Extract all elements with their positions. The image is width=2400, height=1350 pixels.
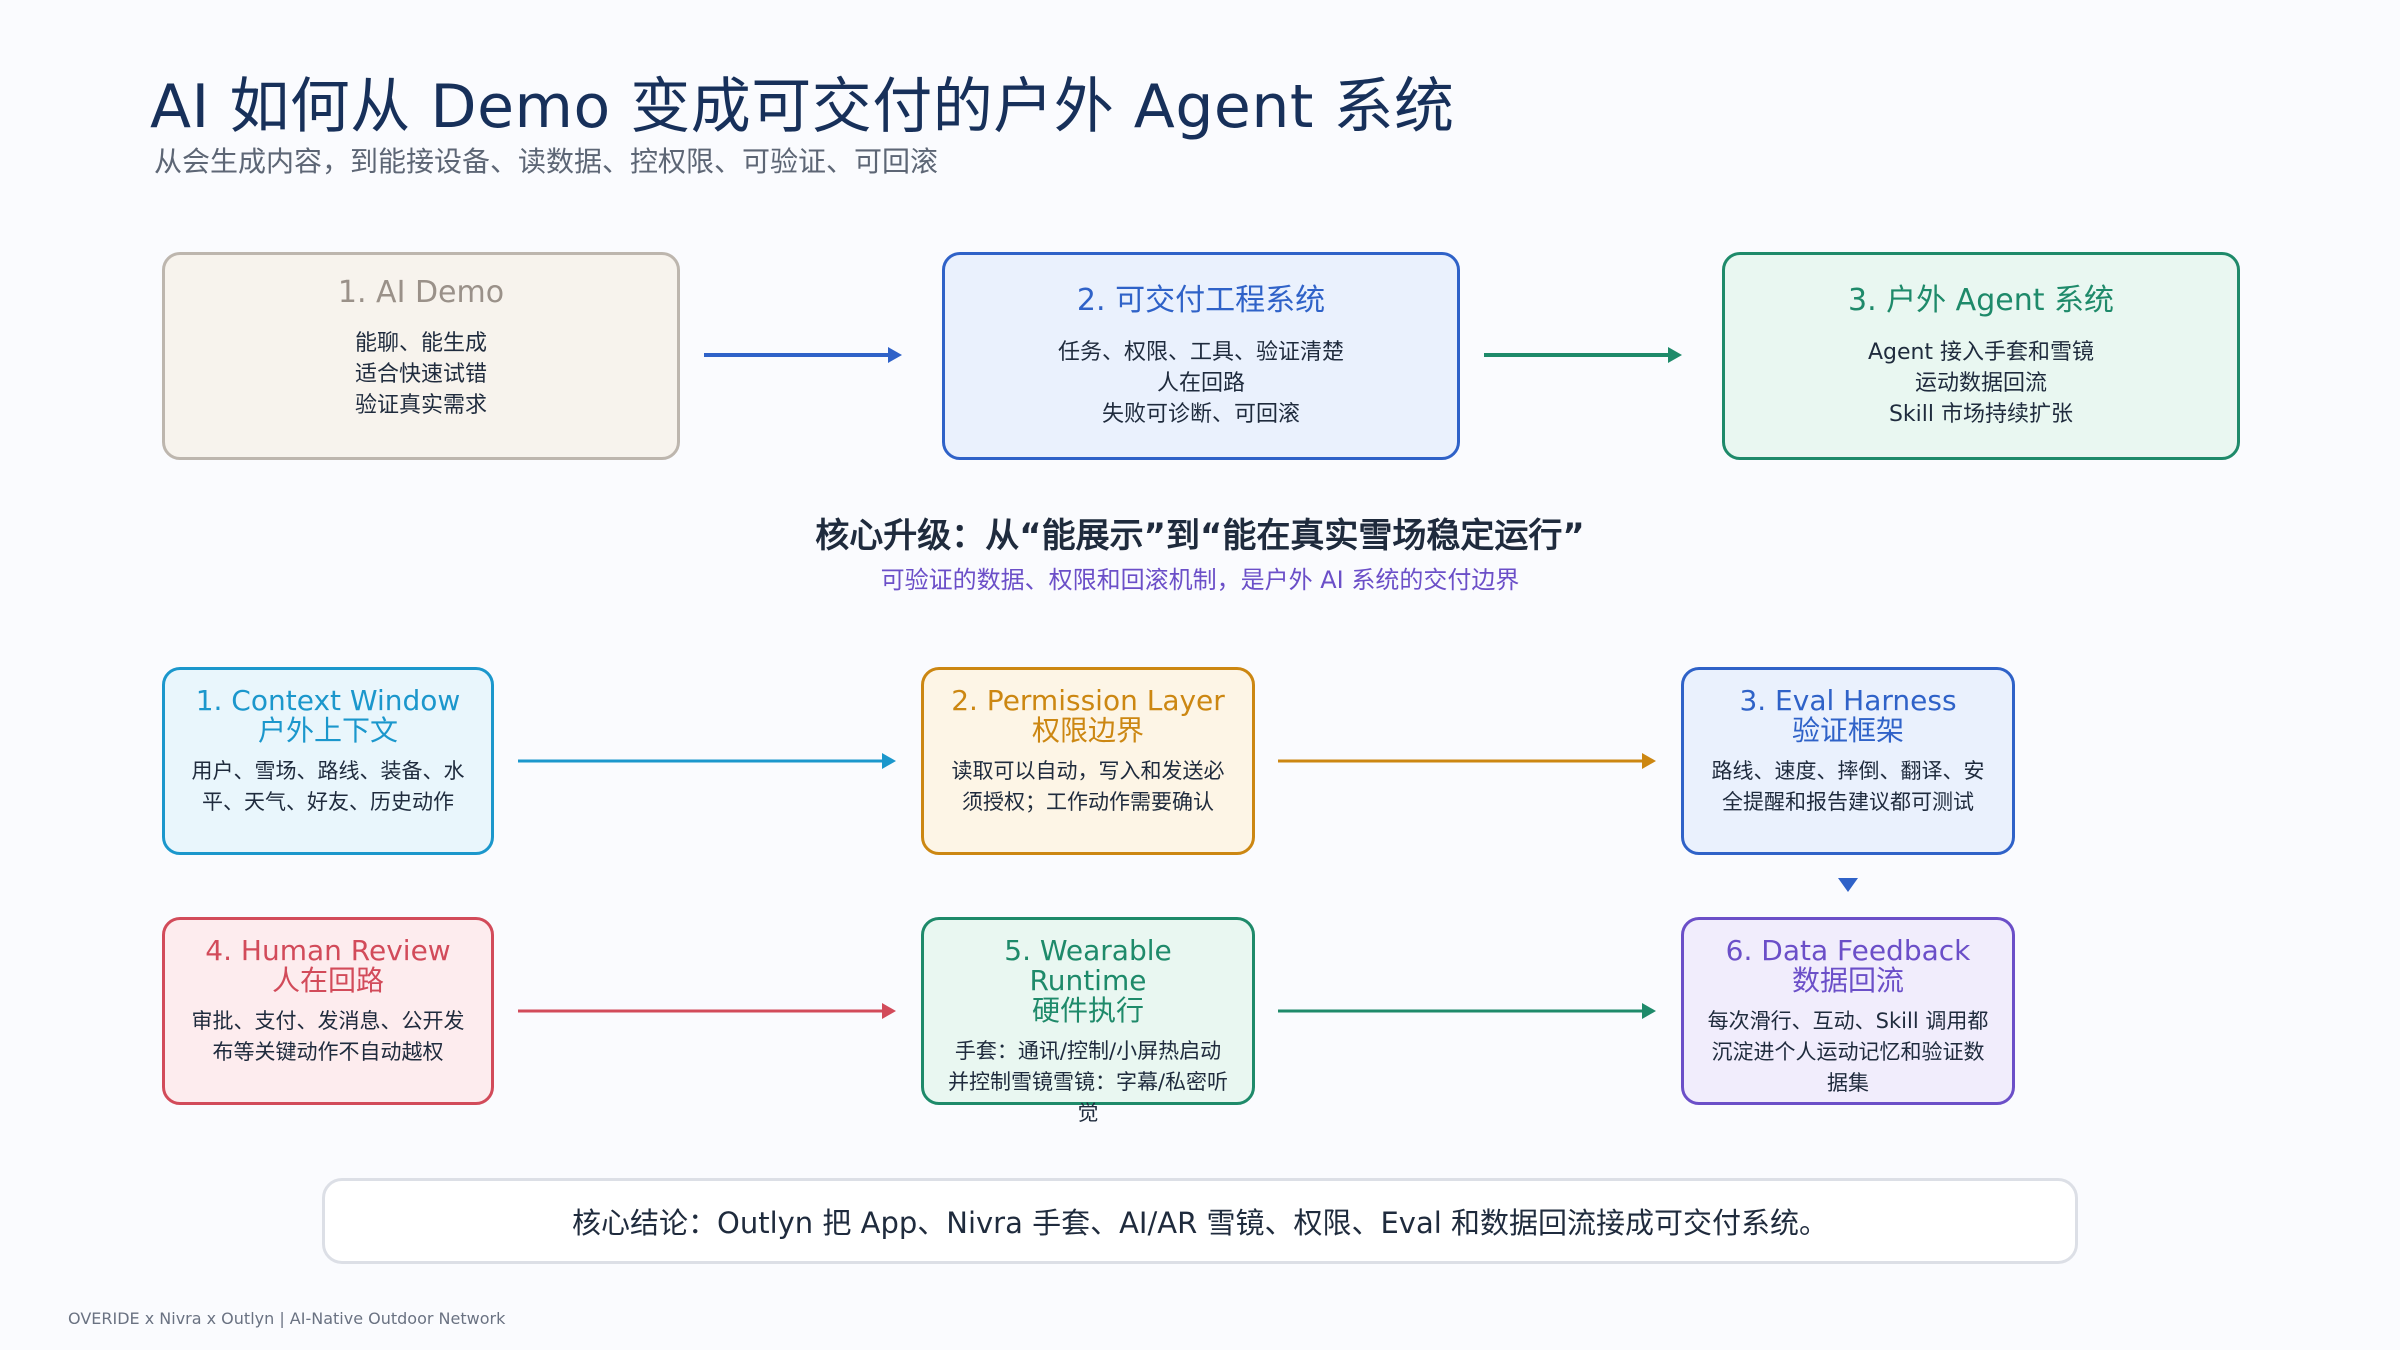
conclusion-banner: 核心结论：Outlyn 把 App、Nivra 手套、AI/AR 雪镜、权限、E…	[322, 1178, 2078, 1264]
layer-description: 路线、速度、摔倒、翻译、安全提醒和报告建议都可测试	[1711, 759, 1985, 814]
layer-subtitle: 硬件执行	[1031, 994, 1144, 1027]
arrow-engineering-to-agent	[1484, 347, 1682, 363]
conclusion-text: 核心结论：Outlyn 把 App、Nivra 手套、AI/AR 雪镜、权限、E…	[572, 1206, 1828, 1240]
stage-title: 2. 可交付工程系统	[1076, 283, 1326, 318]
arrow-eval-to-feedback	[1838, 878, 1858, 892]
layer-subtitle: 数据回流	[1791, 964, 1904, 997]
arrow-human-to-wearable	[518, 1003, 896, 1019]
page-title: AI 如何从 Demo 变成可交付的户外 Agent 系统	[150, 72, 1455, 142]
stage-outdoor-agent: 3. 户外 Agent 系统 Agent 接入手套和雪镜 运动数据回流 Skil…	[1722, 252, 2240, 460]
layer-title: 6. Data Feedback	[1725, 934, 1971, 967]
arrow-wearable-to-feedback	[1278, 1003, 1656, 1019]
layer-title: 4. Human Review	[205, 934, 451, 967]
layer-title: 5. Wearable Runtime	[1004, 934, 1172, 997]
arrow-permission-to-eval	[1278, 753, 1656, 769]
arrow-demo-to-engineering	[704, 347, 902, 363]
layer-title: 2. Permission Layer	[951, 684, 1225, 717]
stage-engineering-system: 2. 可交付工程系统 任务、权限、工具、验证清楚 人在回路 失败可诊断、可回滚	[942, 252, 1460, 460]
layer-description: 审批、支付、发消息、公开发布等关键动作不自动越权	[191, 1009, 465, 1064]
layer-permission: 2. Permission Layer 权限边界 读取可以自动，写入和发送必须授…	[921, 667, 1255, 855]
footer-credits: OVERIDE x Nivra x Outlyn | AI-Native Out…	[68, 1309, 506, 1328]
core-heading: 核心升级：从“能展示”到“能在真实雪场稳定运行”	[815, 516, 1585, 556]
layer-title: 3. Eval Harness	[1739, 684, 1957, 717]
layer-subtitle: 人在回路	[271, 964, 384, 997]
stage-title: 1. AI Demo	[337, 275, 505, 310]
layer-subtitle: 权限边界	[1031, 714, 1144, 747]
layer-title: 1. Context Window	[195, 684, 461, 717]
layer-eval-harness: 3. Eval Harness 验证框架 路线、速度、摔倒、翻译、安全提醒和报告…	[1681, 667, 2015, 855]
stage-line: 适合快速试错	[354, 362, 487, 387]
stage-line: 任务、权限、工具、验证清楚	[1057, 340, 1344, 365]
layer-description: 读取可以自动，写入和发送必须授权；工作动作需要确认	[951, 759, 1225, 814]
layer-subtitle: 户外上下文	[257, 714, 398, 747]
layer-description: 用户、雪场、路线、装备、水平、天气、好友、历史动作	[191, 759, 465, 814]
stage-line: 运动数据回流	[1914, 371, 2047, 396]
layer-description: 每次滑行、互动、Skill 调用都沉淀进个人运动记忆和验证数据集	[1707, 1009, 1989, 1095]
stage-line: 人在回路	[1156, 371, 1245, 396]
layer-context-window: 1. Context Window 户外上下文 用户、雪场、路线、装备、水平、天…	[162, 667, 494, 855]
stage-title: 3. 户外 Agent 系统	[1847, 283, 2115, 318]
layer-description: 手套：通讯/控制/小屏热启动并控制雪镜雪镜：字幕/私密听觉	[947, 1039, 1229, 1125]
layer-human-review: 4. Human Review 人在回路 审批、支付、发消息、公开发布等关键动作…	[162, 917, 494, 1105]
stage-line: 失败可诊断、可回滚	[1101, 402, 1300, 427]
arrow-context-to-permission	[518, 753, 896, 769]
layer-subtitle: 验证框架	[1791, 714, 1904, 747]
core-subheading: 可验证的数据、权限和回滚机制，是户外 AI 系统的交付边界	[880, 566, 1520, 594]
stage-ai-demo: 1. AI Demo 能聊、能生成 适合快速试错 验证真实需求	[162, 252, 680, 460]
page-subtitle: 从会生成内容，到能接设备、读数据、控权限、可验证、可回滚	[154, 145, 939, 178]
stage-line: 验证真实需求	[354, 393, 487, 418]
stage-line: Agent 接入手套和雪镜	[1867, 340, 2095, 365]
layer-wearable-runtime: 5. Wearable Runtime 硬件执行 手套：通讯/控制/小屏热启动并…	[921, 917, 1255, 1125]
stage-line: Skill 市场持续扩张	[1888, 402, 2074, 427]
stage-line: 能聊、能生成	[354, 331, 487, 356]
layer-data-feedback: 6. Data Feedback 数据回流 每次滑行、互动、Skill 调用都沉…	[1681, 917, 2015, 1105]
